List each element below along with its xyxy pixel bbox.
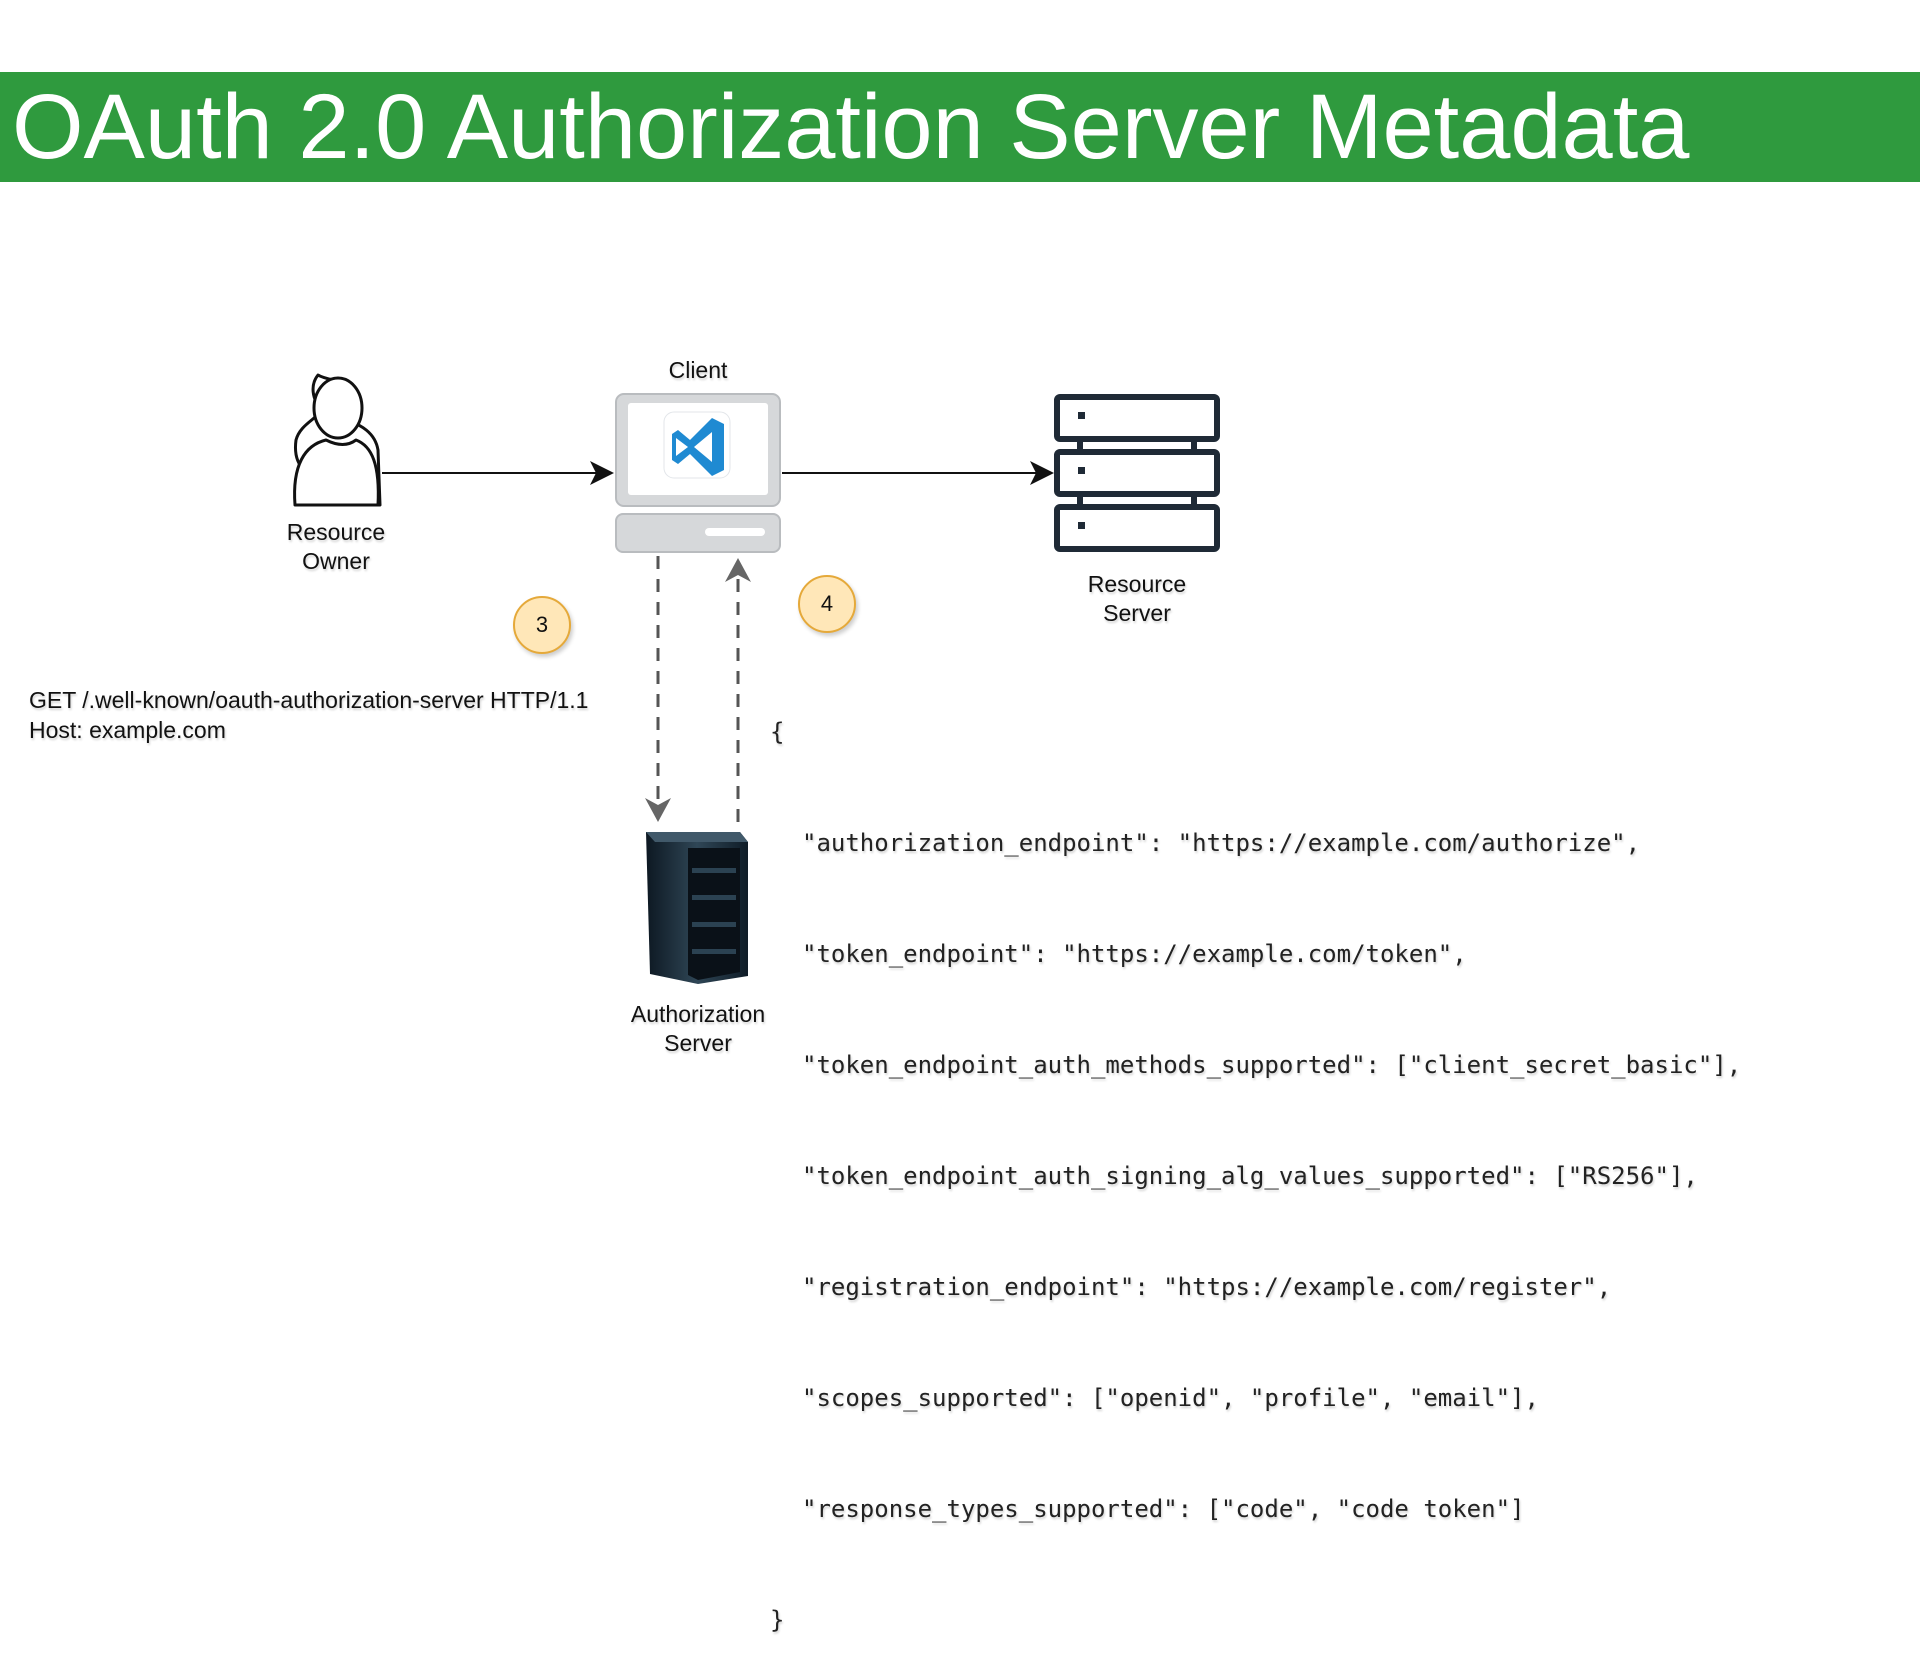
- server-rack-icon: [1054, 394, 1220, 552]
- json-line: "token_endpoint_auth_methods_supported":…: [802, 1051, 1742, 1079]
- json-line: "registration_endpoint": "https://exampl…: [802, 1273, 1612, 1301]
- client-label-text: Client: [668, 357, 728, 383]
- resource-server-label: Resource Server: [1067, 570, 1207, 628]
- json-line: "authorization_endpoint": "https://examp…: [802, 829, 1641, 857]
- step-3-badge: 3: [513, 596, 571, 654]
- json-line: "token_endpoint_auth_signing_alg_values_…: [802, 1162, 1698, 1190]
- resource-owner-line2: Owner: [302, 548, 370, 574]
- request-host: Host: example.com: [29, 717, 226, 743]
- server-tower-icon: [646, 832, 748, 984]
- resource-server-line1: Resource: [1087, 571, 1187, 597]
- title-bar: OAuth 2.0 Authorization Server Metadata: [0, 72, 1920, 182]
- request-arrowhead: [645, 798, 671, 822]
- auth-server-label: Authorization Server: [608, 1000, 788, 1058]
- response-arrowhead: [725, 558, 751, 582]
- resource-owner-line1: Resource: [286, 519, 386, 545]
- auth-server-line1: Authorization: [630, 1001, 766, 1027]
- auth-server-line2: Server: [664, 1030, 732, 1056]
- request-line: GET /.well-known/oauth-authorization-ser…: [29, 687, 589, 713]
- json-line: "response_types_supported": ["code", "co…: [802, 1495, 1525, 1523]
- metadata-response: { "authorization_endpoint": "https://exa…: [770, 640, 1741, 1676]
- json-line: "scopes_supported": ["openid", "profile"…: [802, 1384, 1539, 1412]
- vscode-monitor-icon: [615, 393, 781, 553]
- flow-diagram: [293, 373, 1220, 984]
- client-label: Client: [648, 356, 748, 385]
- json-open-brace: {: [770, 718, 785, 746]
- slide-title: OAuth 2.0 Authorization Server Metadata: [12, 76, 1690, 178]
- resource-server-line2: Server: [1103, 600, 1171, 626]
- resource-owner-label: Resource Owner: [266, 518, 406, 576]
- person-icon: [293, 373, 382, 507]
- step-4-badge: 4: [798, 575, 856, 633]
- json-line: "token_endpoint": "https://example.com/t…: [802, 940, 1467, 968]
- http-request: GET /.well-known/oauth-authorization-ser…: [29, 685, 588, 745]
- json-close-brace: }: [770, 1606, 785, 1634]
